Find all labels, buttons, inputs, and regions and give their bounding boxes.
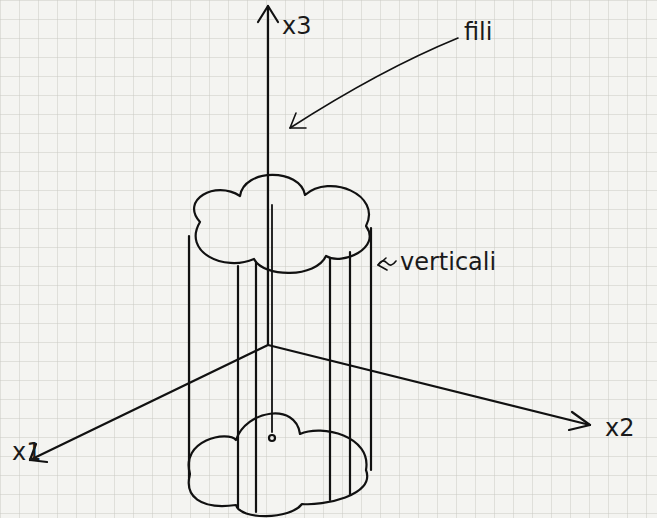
wire-base [269,435,275,441]
axis-label: x1 [12,440,41,464]
wire [271,205,273,432]
leader-line [290,38,458,128]
arrowhead [569,412,590,430]
arrowhead [290,113,306,128]
arrowhead [378,258,387,270]
vertical-line [237,266,239,508]
vertical-line [349,252,351,495]
axis-label: x3 [282,14,311,38]
bottom-section [189,413,368,516]
callout-label: verticali [400,250,496,274]
vertical-line [370,228,372,470]
top-section [194,175,370,273]
callout-label: fili [464,20,492,44]
arrowhead [258,6,278,22]
x2-axis [268,345,590,425]
vertical-line [188,236,190,478]
axis-label: x2 [605,416,634,440]
x1-axis [30,345,268,460]
vertical-line [329,258,331,500]
vertical-line [255,262,257,512]
